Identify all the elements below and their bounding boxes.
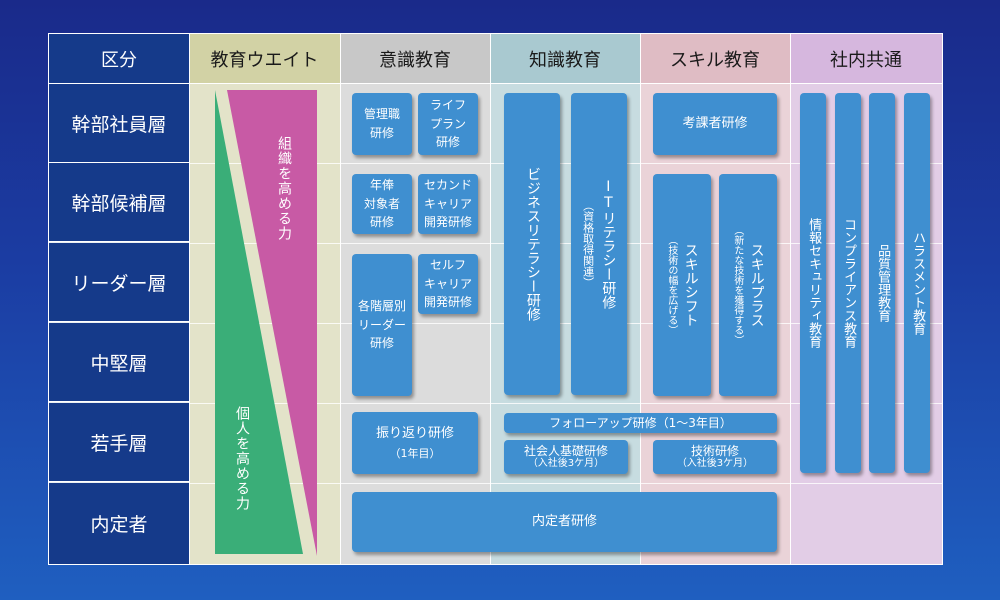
header-common: 社内共通 <box>790 34 942 84</box>
column-divider <box>640 34 641 564</box>
training-matrix: 区分 教育ウエイト 意識教育 知識教育 スキル教育 社内共通 幹部社員層 幹部候… <box>48 33 943 565</box>
follow-up-training: フォローアップ研修（1〜3年目） <box>504 413 777 433</box>
second-career-training: セカンド キャリア 開発研修 <box>418 174 478 234</box>
tech-training-sub: （入社後3ケ月） <box>676 458 754 470</box>
column-divider <box>490 34 491 564</box>
annual-salary-training: 年俸 対象者 研修 <box>352 174 412 234</box>
row-divider <box>189 483 942 484</box>
column-divider <box>790 34 791 564</box>
skill-shift-training: スキルシフト （技術の幅を広げる） <box>653 174 711 396</box>
header-division: 区分 <box>49 34 189 84</box>
weight-triangles <box>215 90 317 556</box>
social-basics-sub: （入社後3ケ月） <box>527 458 605 470</box>
tech-training: 技術研修 （入社後3ケ月） <box>653 440 777 474</box>
skill-plus-title: スキルプラス <box>748 243 765 327</box>
it-literacy-title: ITリテラシー研修 <box>600 179 617 309</box>
skill-plus-sub: （新たな技術を獲得する） <box>731 225 743 345</box>
organization-triangle <box>227 90 317 556</box>
column-divider <box>340 34 341 564</box>
prospective-hire-training: 内定者研修 <box>352 492 777 552</box>
management-training: 管理職 研修 <box>352 93 412 155</box>
reflection-title: 振り返り研修 <box>375 426 454 442</box>
social-basics-title: 社会人基礎研修 <box>523 443 608 458</box>
harassment-education: ハラスメント教育 <box>904 93 930 473</box>
it-literacy-sub: （資格取得関連） <box>581 200 595 288</box>
skill-shift-title: スキルシフト <box>682 243 699 327</box>
reflection-sub: （1年目） <box>389 446 441 460</box>
row-executives: 幹部社員層 <box>49 84 189 163</box>
skill-shift-sub: （技術の幅を広げる） <box>665 235 677 335</box>
row-divider <box>189 403 942 404</box>
header-knowledge: 知識教育 <box>490 34 640 84</box>
row-executive-candidates: 幹部候補層 <box>49 163 189 242</box>
header-awareness: 意識教育 <box>340 34 490 84</box>
quality-education: 品質管理教育 <box>869 93 895 473</box>
social-basics-training: 社会人基礎研修 （入社後3ケ月） <box>504 440 628 474</box>
compliance-education: コンプライアンス教育 <box>835 93 861 473</box>
individual-triangle <box>215 90 303 554</box>
individual-label: 個人を高める力 <box>234 406 250 511</box>
tech-training-title: 技術研修 <box>690 443 739 458</box>
business-literacy-training: ビジネスリテラシー研修 <box>504 93 560 395</box>
level-leader-training: 各階層別 リーダー 研修 <box>352 254 412 396</box>
self-career-training: セルフ キャリア 開発研修 <box>418 254 478 314</box>
row-divider <box>189 243 942 244</box>
row-young: 若手層 <box>49 403 189 482</box>
row-divider <box>189 323 942 324</box>
reflection-training: 振り返り研修 （1年目） <box>352 412 478 474</box>
examiner-training: 考課者研修 <box>653 93 777 155</box>
skill-plus-training: スキルプラス （新たな技術を獲得する） <box>719 174 777 396</box>
organization-label: 組織を高める力 <box>276 136 292 241</box>
row-leaders: リーダー層 <box>49 243 189 322</box>
row-mid-level: 中堅層 <box>49 323 189 402</box>
header-skill: スキル教育 <box>640 34 790 84</box>
life-plan-training: ライフ プラン 研修 <box>418 93 478 155</box>
column-divider <box>189 34 190 564</box>
header-weight: 教育ウエイト <box>189 34 340 84</box>
row-prospective-hires: 内定者 <box>49 483 189 564</box>
row-divider <box>189 163 942 164</box>
it-literacy-training: ITリテラシー研修 （資格取得関連） <box>571 93 627 395</box>
infosec-education: 情報セキュリティ教育 <box>800 93 826 473</box>
